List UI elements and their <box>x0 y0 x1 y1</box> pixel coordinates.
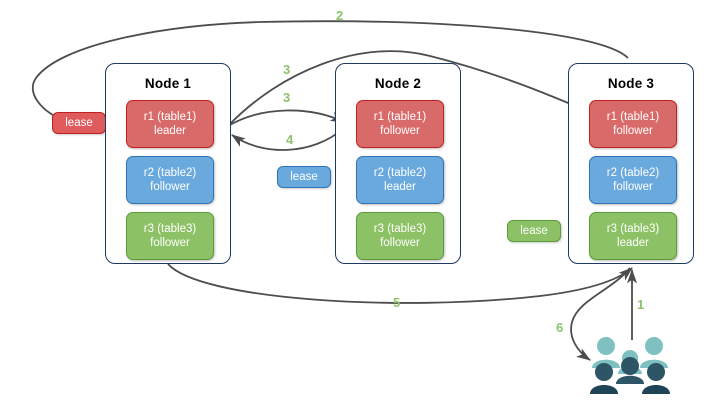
replica-name: r3 (table3) <box>143 223 197 235</box>
replica-node1-r3[interactable]: r3 (table3) follower <box>126 212 214 260</box>
node-title-3: Node 3 <box>607 76 655 91</box>
replica-name: r3 (table3) <box>373 223 427 235</box>
replica-node1-r1[interactable]: r1 (table1) leader <box>126 100 214 148</box>
replica-name: r2 (table2) <box>373 167 427 179</box>
replica-role: leader <box>384 181 416 193</box>
replica-name: r2 (table2) <box>606 167 660 179</box>
node-title-1: Node 1 <box>144 76 192 91</box>
replica-node2-r1[interactable]: r1 (table1) follower <box>356 100 444 148</box>
edge-label-6: 6 <box>556 320 564 335</box>
replica-role: leader <box>154 125 186 137</box>
users-icon <box>588 334 676 396</box>
replica-role: follower <box>150 237 190 249</box>
node-title-2: Node 2 <box>374 76 422 91</box>
replica-name: r1 (table1) <box>143 111 197 123</box>
node-box-3[interactable]: Node 3 r1 (table1) follower r2 (table2) … <box>568 63 694 264</box>
lease-label: lease <box>290 171 318 183</box>
lease-badge-blue[interactable]: lease <box>277 166 331 188</box>
lease-badge-green[interactable]: lease <box>507 220 561 242</box>
edge-label-5: 5 <box>393 295 401 310</box>
edge-label-4: 4 <box>286 132 294 147</box>
lease-label: lease <box>65 117 93 129</box>
edge-label-3-lower: 3 <box>283 90 291 105</box>
replica-role: follower <box>380 237 420 249</box>
edge-3-lower-path <box>227 109 345 127</box>
replica-node3-r2[interactable]: r2 (table2) follower <box>589 156 677 204</box>
replica-role: follower <box>613 125 653 137</box>
edge-label-1: 1 <box>637 297 645 312</box>
edge-label-3-upper: 3 <box>283 62 291 77</box>
replica-node2-r2[interactable]: r2 (table2) leader <box>356 156 444 204</box>
replica-name: r3 (table3) <box>606 223 660 235</box>
replica-role: leader <box>617 237 649 249</box>
node-box-2[interactable]: Node 2 r1 (table1) follower r2 (table2) … <box>335 63 461 264</box>
node-box-1[interactable]: Node 1 r1 (table1) leader r2 (table2) fo… <box>105 63 231 264</box>
replica-role: follower <box>380 125 420 137</box>
replica-node3-r1[interactable]: r1 (table1) follower <box>589 100 677 148</box>
lease-label: lease <box>520 225 548 237</box>
edge-label-2: 2 <box>336 8 344 23</box>
replica-name: r1 (table1) <box>373 111 427 123</box>
replica-node1-r2[interactable]: r2 (table2) follower <box>126 156 214 204</box>
replica-name: r2 (table2) <box>143 167 197 179</box>
replica-role: follower <box>613 181 653 193</box>
replica-name: r1 (table1) <box>606 111 660 123</box>
lease-badge-red[interactable]: lease <box>52 112 106 134</box>
replica-node3-r3[interactable]: r3 (table3) leader <box>589 212 677 260</box>
replica-role: follower <box>150 181 190 193</box>
replica-node2-r3[interactable]: r3 (table3) follower <box>356 212 444 260</box>
